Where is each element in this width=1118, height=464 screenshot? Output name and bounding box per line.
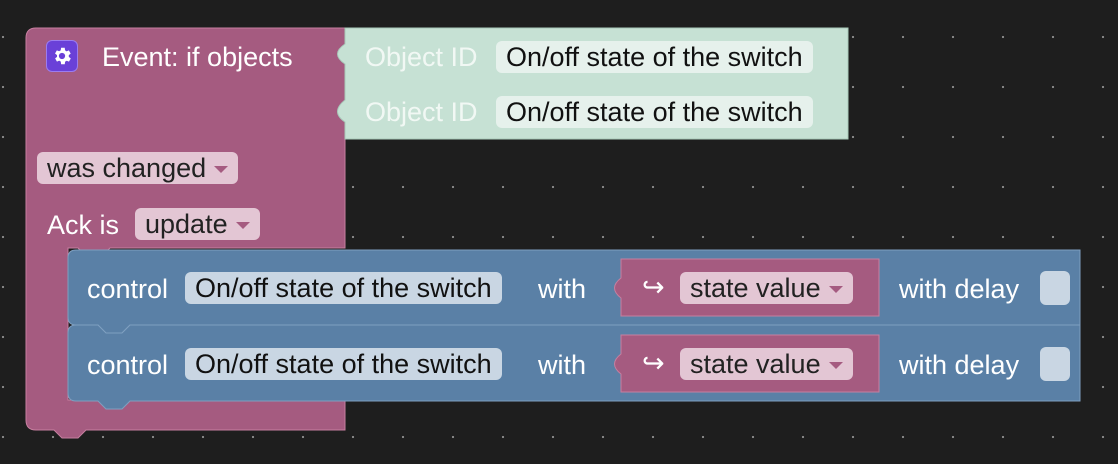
state-value-dropdown[interactable]: state value: [680, 272, 853, 304]
chevron-down-icon: [214, 166, 229, 174]
return-arrow-icon: ↪: [642, 272, 665, 302]
object-id-field-1[interactable]: On/off state of the switch: [496, 41, 813, 73]
object-id-field-2[interactable]: On/off state of the switch: [496, 96, 813, 128]
chevron-down-icon: [828, 286, 843, 294]
trigger-dropdown-value: was changed: [47, 153, 207, 183]
state-value-text: state value: [690, 349, 821, 379]
object-id-label-1: Object ID: [365, 42, 478, 72]
gear-glyph: [55, 47, 71, 65]
with-delay-label: with delay: [899, 274, 1020, 304]
ack-dropdown-value: update: [145, 209, 228, 239]
with-delay-label: with delay: [899, 350, 1020, 380]
control-object-field[interactable]: On/off state of the switch: [185, 348, 502, 380]
ack-label: Ack is: [47, 210, 120, 240]
delay-checkbox[interactable]: [1040, 347, 1070, 381]
control-with-label: with: [538, 350, 587, 380]
chevron-down-icon: [235, 222, 250, 230]
state-value-text: state value: [690, 273, 821, 303]
gear-icon[interactable]: [46, 40, 78, 72]
ack-dropdown[interactable]: update: [135, 208, 260, 240]
control-label: control: [87, 274, 169, 304]
control-label: control: [87, 350, 169, 380]
object-id-label-2: Object ID: [365, 97, 478, 127]
return-arrow-icon: ↪: [642, 348, 665, 378]
control-object-field[interactable]: On/off state of the switch: [185, 272, 502, 304]
state-value-dropdown[interactable]: state value: [680, 348, 853, 380]
trigger-dropdown[interactable]: was changed: [37, 152, 239, 184]
event-title: Event: if objects: [102, 42, 293, 72]
delay-checkbox[interactable]: [1040, 271, 1070, 305]
control-with-label: with: [538, 274, 587, 304]
chevron-down-icon: [828, 362, 843, 370]
